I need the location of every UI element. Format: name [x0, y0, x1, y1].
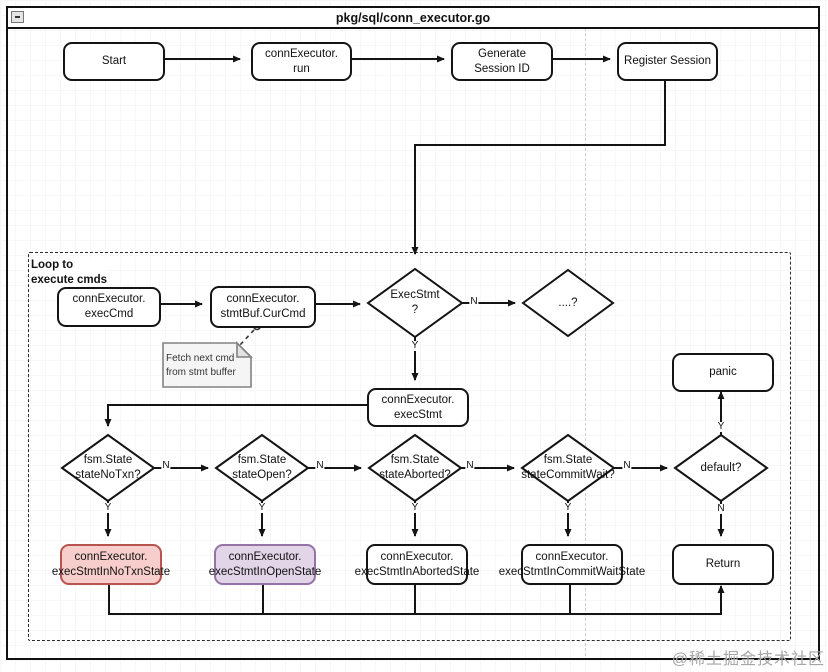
node-panic[interactable]: panic: [672, 353, 774, 392]
node-exec-stmt-in-open-state[interactable]: connExecutor. execStmtInOpenState: [209, 544, 321, 585]
label-yes: Y: [563, 502, 573, 513]
node-exec-stmt-in-commit-wait-state[interactable]: connExecutor. execStmtInCommitWaitState: [499, 544, 645, 585]
node-run-label: connExecutor. run: [265, 47, 338, 75]
node-generate-label: Generate Session ID: [474, 47, 530, 75]
frame-title-bar: pkg/sql/conn_executor.go: [8, 8, 818, 29]
label-no: N: [315, 460, 325, 471]
node-return[interactable]: Return: [672, 544, 774, 585]
edge-register-loop: [411, 77, 666, 255]
node-register-label: Register Session: [624, 55, 711, 68]
node-conn-executor-run[interactable]: connExecutor. run: [251, 42, 352, 81]
node-aborted-label: connExecutor. execStmtInAbortedState: [354, 550, 480, 578]
node-start-label: Start: [101, 55, 127, 68]
label-no: N: [465, 460, 475, 471]
node-exec-stmt-in-no-txn-state[interactable]: connExecutor. execStmtInNoTxnState: [52, 544, 170, 585]
node-commit-wait-label: connExecutor. execStmtInCommitWaitState: [498, 550, 646, 578]
label-no: N: [622, 460, 632, 471]
node-start[interactable]: Start: [63, 42, 165, 81]
label-yes: Y: [410, 502, 420, 513]
watermark: @稀土掘金技术社区: [671, 651, 825, 668]
page-boundary-line: [585, 28, 586, 656]
node-exec-stmt-in-aborted-state[interactable]: connExecutor. execStmtInAbortedState: [355, 544, 479, 585]
label-yes: Y: [716, 421, 726, 432]
label-no: N: [469, 296, 479, 307]
label-no: N: [716, 503, 726, 514]
frame-title: pkg/sql/conn_executor.go: [335, 10, 491, 25]
node-cur-cmd-label: connExecutor. stmtBuf.CurCmd: [220, 293, 306, 320]
label-no: N: [161, 460, 171, 471]
node-stmtbuf-curcmd[interactable]: connExecutor. stmtBuf.CurCmd: [210, 286, 316, 328]
minus-icon: [15, 16, 20, 18]
node-no-txn-label: connExecutor. execStmtInNoTxnState: [51, 550, 171, 578]
loop-container-label: Loop to execute cmds: [31, 258, 108, 288]
node-open-label: connExecutor. execStmtInOpenState: [208, 550, 322, 578]
node-exec-cmd-label: connExecutor. execCmd: [72, 293, 146, 320]
node-generate-session-id[interactable]: Generate Session ID: [451, 42, 553, 81]
label-yes: Y: [410, 340, 420, 351]
node-exec-stmt[interactable]: connExecutor. execStmt: [367, 388, 469, 427]
node-exec-stmt-label: connExecutor. execStmt: [381, 393, 455, 421]
collapse-frame-button[interactable]: [11, 11, 24, 23]
node-register-session[interactable]: Register Session: [617, 42, 718, 81]
label-yes: Y: [103, 502, 113, 513]
node-panic-label: panic: [709, 366, 737, 379]
loop-container[interactable]: [28, 252, 791, 641]
note-text: Fetch next cmd from stmt buffer: [166, 353, 236, 378]
node-exec-cmd[interactable]: connExecutor. execCmd: [57, 287, 161, 327]
node-return-label: Return: [705, 558, 741, 571]
label-yes: Y: [257, 502, 267, 513]
